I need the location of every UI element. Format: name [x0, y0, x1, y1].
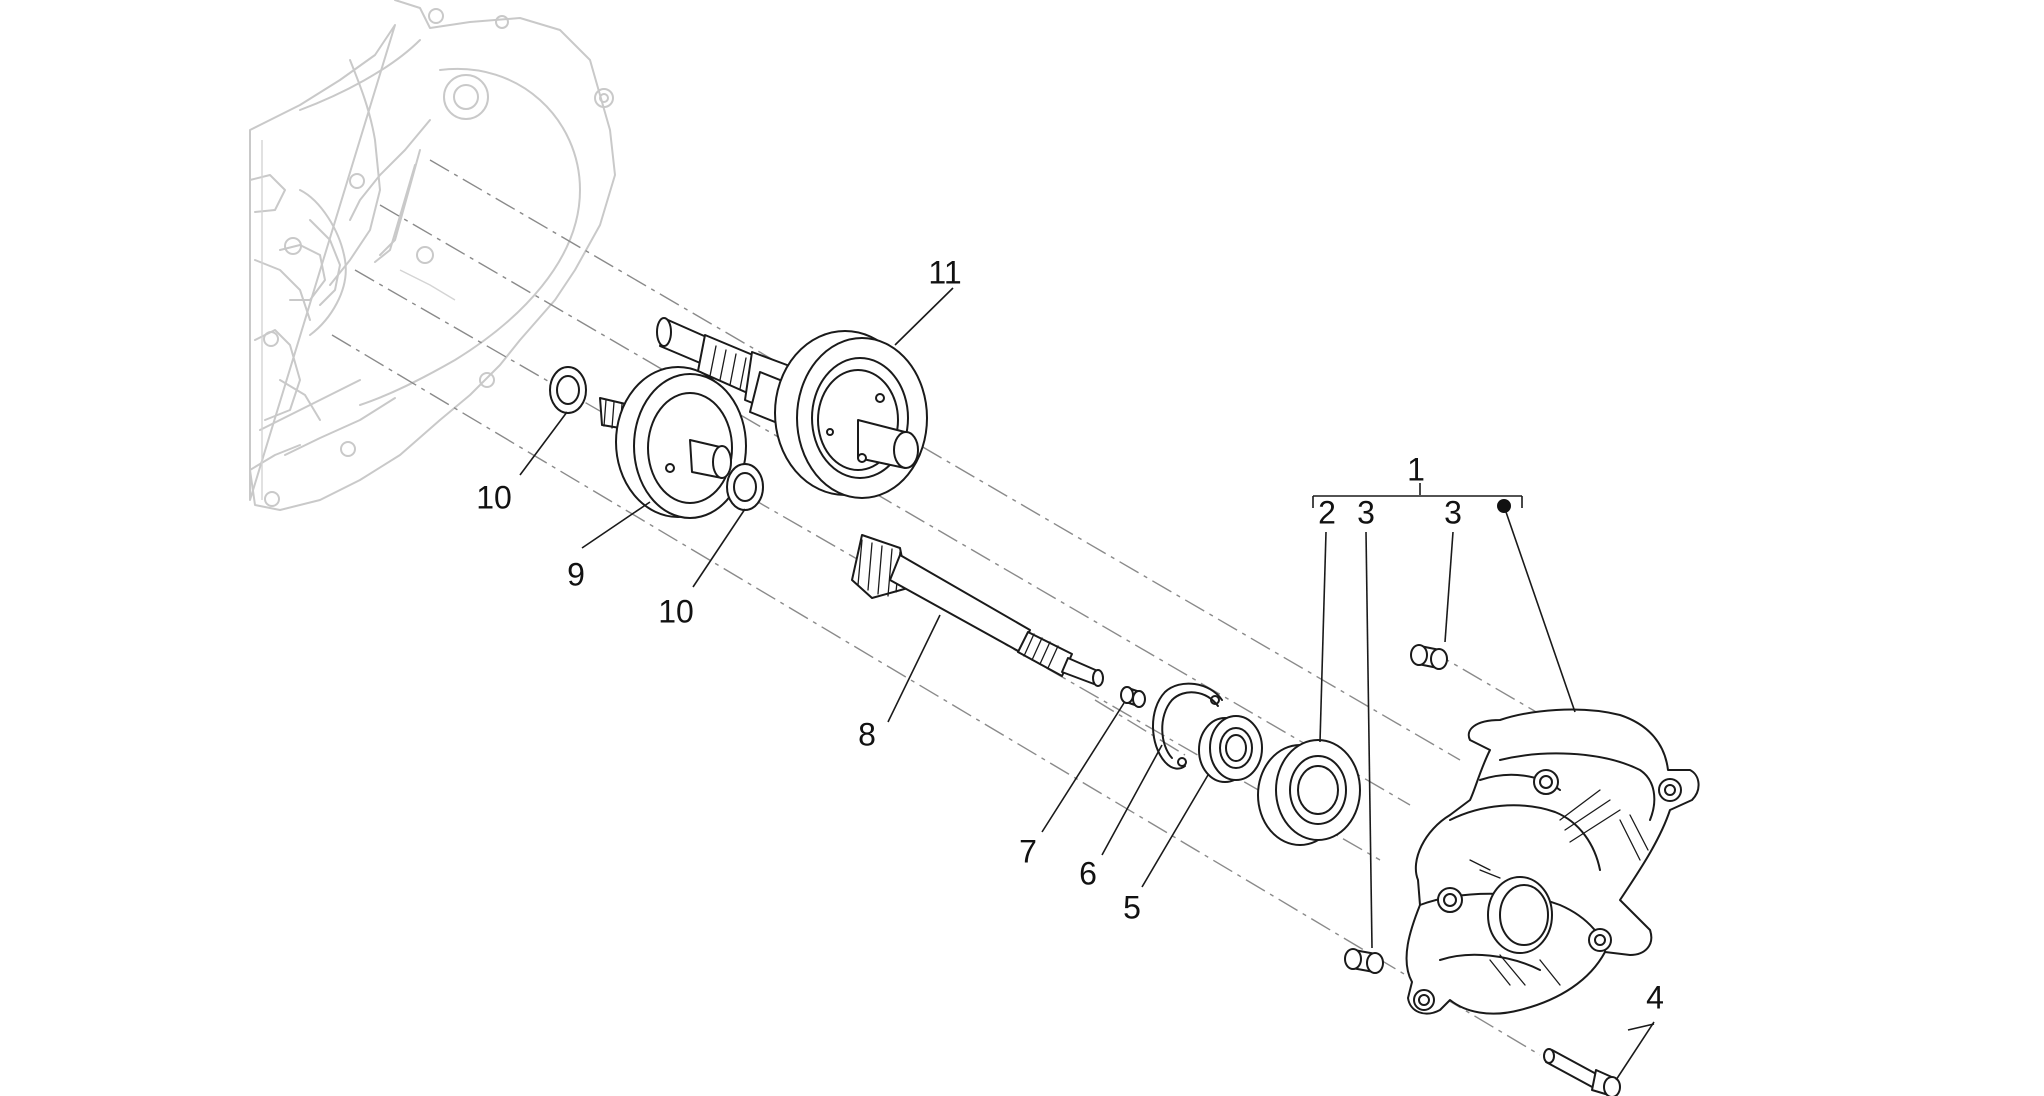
callout-9: 9: [567, 556, 585, 592]
part-1-transmission-cover: [1405, 708, 1700, 1015]
part-11-gear-shaft: [656, 317, 928, 499]
part-3-dowel-lower: [1344, 948, 1384, 974]
part-3-dowel-upper: [1410, 644, 1448, 670]
callout-10-lower: 10: [658, 593, 694, 629]
callout-6: 6: [1079, 855, 1097, 891]
callout-2: 2: [1318, 494, 1336, 530]
part-10-washer-lower: [726, 463, 764, 511]
part-6-circlip: [1152, 682, 1223, 770]
part-7-bush: [1120, 686, 1146, 708]
bullet-dot: [1497, 499, 1511, 513]
part-9-gear: [599, 366, 747, 519]
callout-labels: 11 10 9 10 8 7 6 5 1 2 3 3 4: [476, 254, 1664, 1015]
callout-5: 5: [1123, 889, 1141, 925]
callout-10-upper: 10: [476, 479, 512, 515]
callout-1: 1: [1407, 451, 1425, 487]
part-4-screw: [1543, 1048, 1621, 1096]
callout-11: 11: [928, 254, 961, 290]
leader-lines: [519, 287, 1655, 1081]
part-8-pinion-shaft: [851, 534, 1104, 687]
part-10-washer-upper: [549, 366, 587, 414]
part-5-oil-seal: [1198, 715, 1263, 783]
callout-3-right: 3: [1444, 494, 1462, 530]
callout-4: 4: [1646, 979, 1664, 1015]
callout-3-left: 3: [1357, 494, 1375, 530]
part-2-bearing: [1257, 739, 1361, 846]
crankcase-ghost: [249, 0, 616, 511]
callout-8: 8: [858, 716, 876, 752]
callout-7: 7: [1019, 833, 1037, 869]
